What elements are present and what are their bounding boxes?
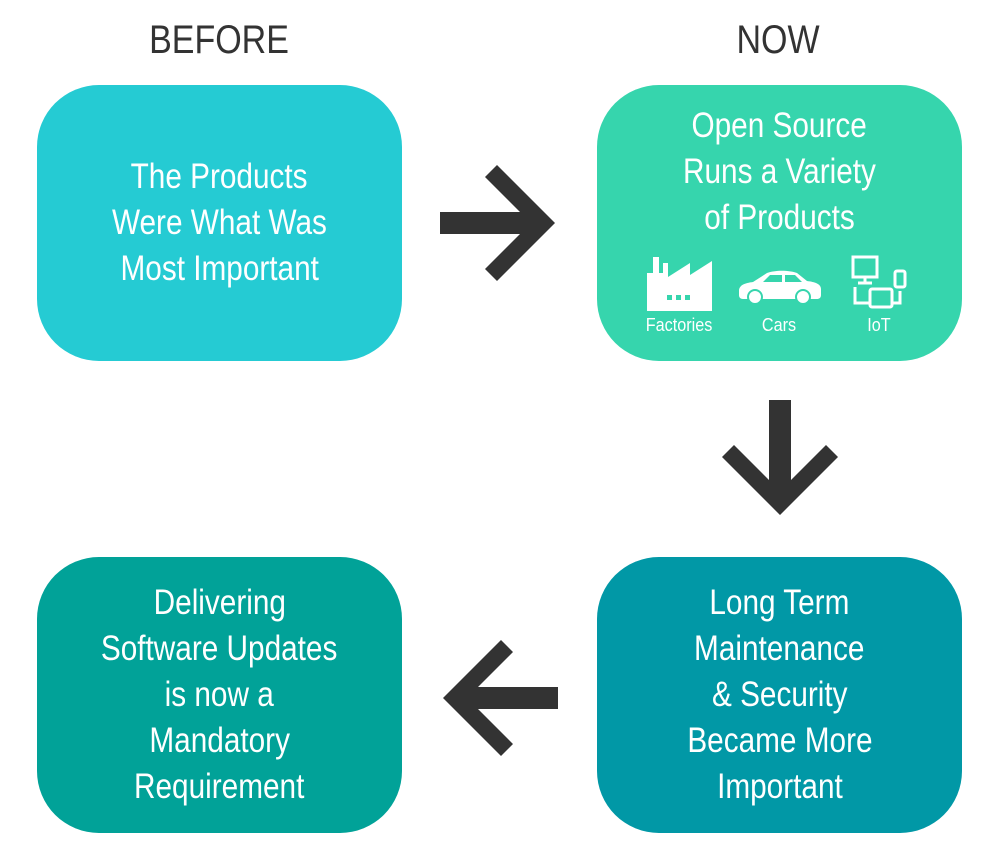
arrow-down-icon — [722, 400, 838, 515]
arrow-left-icon — [443, 640, 558, 756]
now-box-line: Runs a Variety — [683, 152, 876, 191]
before-box-line: Most Important — [120, 249, 319, 288]
before-header: BEFORE — [149, 18, 289, 62]
iot-item: IoT — [830, 255, 930, 336]
updates-box-line: is now a — [164, 675, 275, 714]
cars-item: Cars — [730, 255, 830, 336]
maintenance-box-line: & Security — [711, 675, 848, 714]
now-header: NOW — [736, 18, 820, 62]
now-box-line: Open Source — [691, 106, 868, 145]
now-box: Open Source Runs a Variety of Products F… — [597, 85, 962, 361]
before-box: The Products Were What Was Most Importan… — [37, 85, 402, 361]
maintenance-box-line: Long Term — [709, 583, 850, 622]
iot-label: IoT — [867, 315, 892, 335]
maintenance-box-line: Became More — [686, 721, 873, 760]
maintenance-box: Long Term Maintenance & Security Became … — [597, 557, 962, 833]
maintenance-box-line: Maintenance — [694, 629, 865, 668]
now-box-line: of Products — [704, 198, 855, 237]
car-icon — [738, 270, 821, 305]
arrow-right-icon — [440, 165, 555, 281]
updates-box-line: Delivering — [153, 583, 286, 622]
factories-label: Factories — [646, 315, 713, 335]
updates-box-line: Software Updates — [101, 629, 338, 668]
before-box-line: The Products — [131, 157, 308, 196]
before-box-line: Were What Was — [112, 203, 327, 242]
cars-label: Cars — [762, 315, 797, 335]
updates-box: Delivering Software Updates is now a Man… — [37, 557, 402, 833]
iot-devices-icon — [851, 255, 906, 309]
updates-box-line: Requirement — [134, 767, 305, 806]
updates-box-line: Mandatory — [149, 721, 290, 760]
maintenance-box-line: Important — [716, 767, 843, 806]
factories-item: Factories — [630, 255, 730, 336]
factory-icon — [646, 257, 712, 311]
